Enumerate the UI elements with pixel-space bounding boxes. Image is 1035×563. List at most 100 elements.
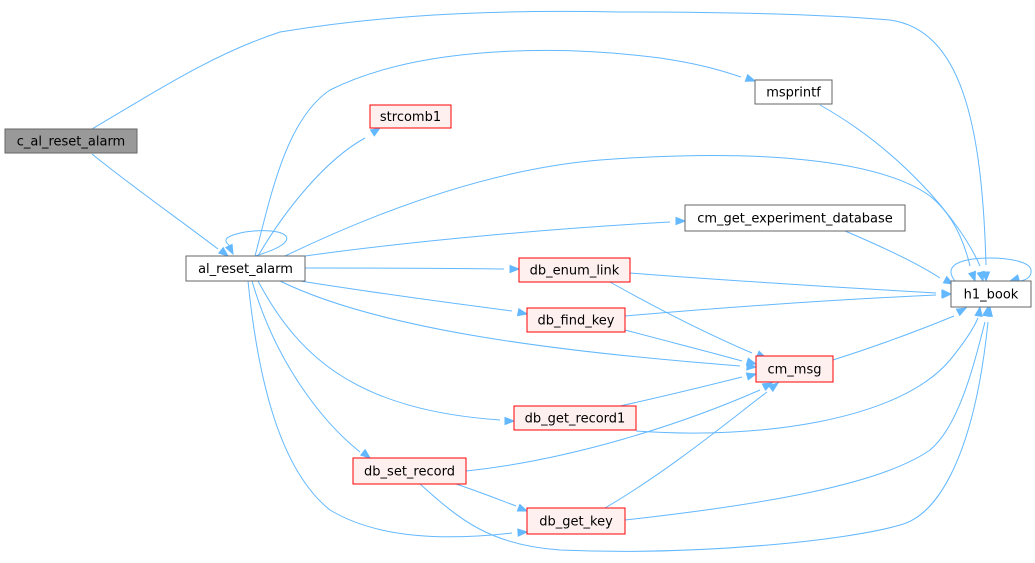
edge-arrowhead [941, 290, 953, 299]
edge-arrowhead [745, 372, 758, 381]
edge-al_reset_alarm-to-strcomb1 [257, 127, 382, 257]
node-box[interactable] [754, 79, 833, 105]
node-cm-get-experiment-database[interactable]: cm_get_experiment_database [684, 204, 906, 232]
node-label: cm_msg [768, 363, 822, 378]
node-box[interactable] [684, 204, 906, 232]
node-box[interactable] [526, 507, 626, 535]
edge-arrowhead [516, 503, 529, 512]
node-label: db_find_key [538, 314, 615, 329]
edge-line [619, 376, 743, 407]
node-cm-msg[interactable]: cm_msg [755, 355, 834, 383]
edge-line [624, 321, 986, 521]
edges-layer [91, 10, 1032, 552]
edge-arrowhead [981, 305, 991, 318]
edge-line [832, 315, 955, 361]
node-al-reset-alarm[interactable]: al_reset_alarm [185, 255, 306, 282]
edge-arrowhead [517, 528, 529, 537]
edge-line [635, 317, 979, 434]
edge-arrowhead [955, 307, 968, 317]
node-label: al_reset_alarm [198, 262, 293, 277]
edge-arrowhead [509, 264, 521, 274]
edge-db_get_record1-to-cm_msg [619, 372, 758, 407]
edge-line [419, 321, 989, 552]
edge-line [624, 294, 937, 317]
edge-al_reset_alarm-to-al_reset_alarm [224, 230, 288, 257]
edge-line [279, 280, 741, 367]
edge-c_al_reset_alarm-to-h1_book [91, 10, 991, 283]
edge-line [604, 391, 768, 509]
node-db-set-record[interactable]: db_set_record [352, 457, 467, 485]
edge-line [257, 280, 501, 421]
edge-line [819, 104, 981, 267]
node-db-get-key[interactable]: db_get_key [526, 507, 626, 535]
edge-arrowhead [976, 270, 985, 283]
edge-al_reset_alarm-to-db_get_record1 [257, 280, 516, 426]
edge-al_reset_alarm-to-db_get_key [247, 280, 529, 538]
edge-line [257, 137, 366, 257]
edge-db_find_key-to-cm_msg [624, 329, 758, 366]
edge-al_reset_alarm-to-msprintf [254, 50, 757, 257]
node-label: db_set_record [364, 465, 455, 480]
node-strcomb1[interactable]: strcomb1 [369, 104, 452, 129]
node-label: c_al_reset_alarm [17, 135, 125, 150]
edge-line [455, 483, 517, 507]
edge-db_set_record-to-h1_book [419, 305, 993, 552]
edge-line [624, 329, 743, 362]
node-box[interactable] [4, 128, 138, 154]
edge-al_reset_alarm-to-db_find_key [299, 280, 529, 317]
edge-line [844, 230, 941, 279]
edge-db_set_record-to-db_get_key [455, 483, 529, 512]
node-db-find-key[interactable]: db_find_key [526, 307, 626, 333]
node-label: cm_get_experiment_database [697, 212, 893, 227]
edge-line [609, 281, 753, 354]
edge-db_find_key-to-h1_book [624, 290, 953, 317]
edge-msprintf-to-h1_book [819, 104, 985, 283]
edge-line [254, 50, 742, 257]
edge-line [251, 280, 361, 453]
node-label: msprintf [766, 86, 821, 101]
edge-line [247, 280, 513, 538]
node-label: h1_book [964, 288, 1019, 303]
edge-arrowhead [224, 243, 234, 256]
node-c-al-reset-alarm[interactable]: c_al_reset_alarm [4, 128, 138, 154]
node-db-enum-link[interactable]: db_enum_link [518, 257, 631, 283]
edge-db_get_key-to-cm_msg [604, 382, 780, 509]
edge-db_get_key-to-h1_book [624, 305, 991, 521]
node-box[interactable] [526, 307, 626, 333]
node-label: strcomb1 [380, 110, 441, 125]
edge-al_reset_alarm-to-cm_msg [279, 280, 758, 371]
node-box[interactable] [755, 355, 834, 383]
edge-arrowhead [974, 305, 983, 318]
edge-line [299, 280, 513, 312]
edge-cm_get_experiment_database-to-h1_book [844, 230, 955, 285]
node-msprintf[interactable]: msprintf [754, 79, 833, 105]
node-box[interactable] [352, 457, 467, 485]
node-box[interactable] [518, 257, 631, 283]
edge-arrowhead [369, 127, 382, 137]
edge-h1_book-to-h1_book [950, 257, 1032, 283]
node-db-get-record1[interactable]: db_get_record1 [513, 405, 637, 431]
edge-arrowhead [359, 448, 372, 459]
nodes-layer: c_al_reset_alarm al_reset_alarm msprintf st… [4, 79, 1032, 535]
edge-arrowhead [217, 246, 230, 257]
edge-line [304, 221, 671, 257]
edge-arrowhead [675, 216, 687, 226]
edge-line [465, 389, 761, 472]
edge-db_enum_link-to-h1_book [629, 272, 953, 298]
node-box[interactable] [513, 405, 637, 431]
edge-al_reset_alarm-to-cm_get_experiment_database [304, 216, 687, 257]
edge-al_reset_alarm-to-db_enum_link [304, 264, 521, 274]
node-box[interactable] [950, 280, 1032, 308]
node-label: db_enum_link [530, 264, 620, 279]
node-box[interactable] [369, 104, 452, 129]
edge-db_get_record1-to-h1_book [635, 305, 983, 434]
edge-line [225, 230, 288, 257]
node-h1-book[interactable]: h1_book [950, 280, 1032, 308]
edge-arrowhead [761, 382, 774, 392]
edge-al_reset_alarm-to-db_set_record [251, 280, 372, 459]
edge-arrowhead [744, 73, 757, 82]
edge-cm_msg-to-h1_book [832, 307, 968, 361]
node-box[interactable] [185, 255, 306, 282]
edge-line [950, 257, 1032, 282]
